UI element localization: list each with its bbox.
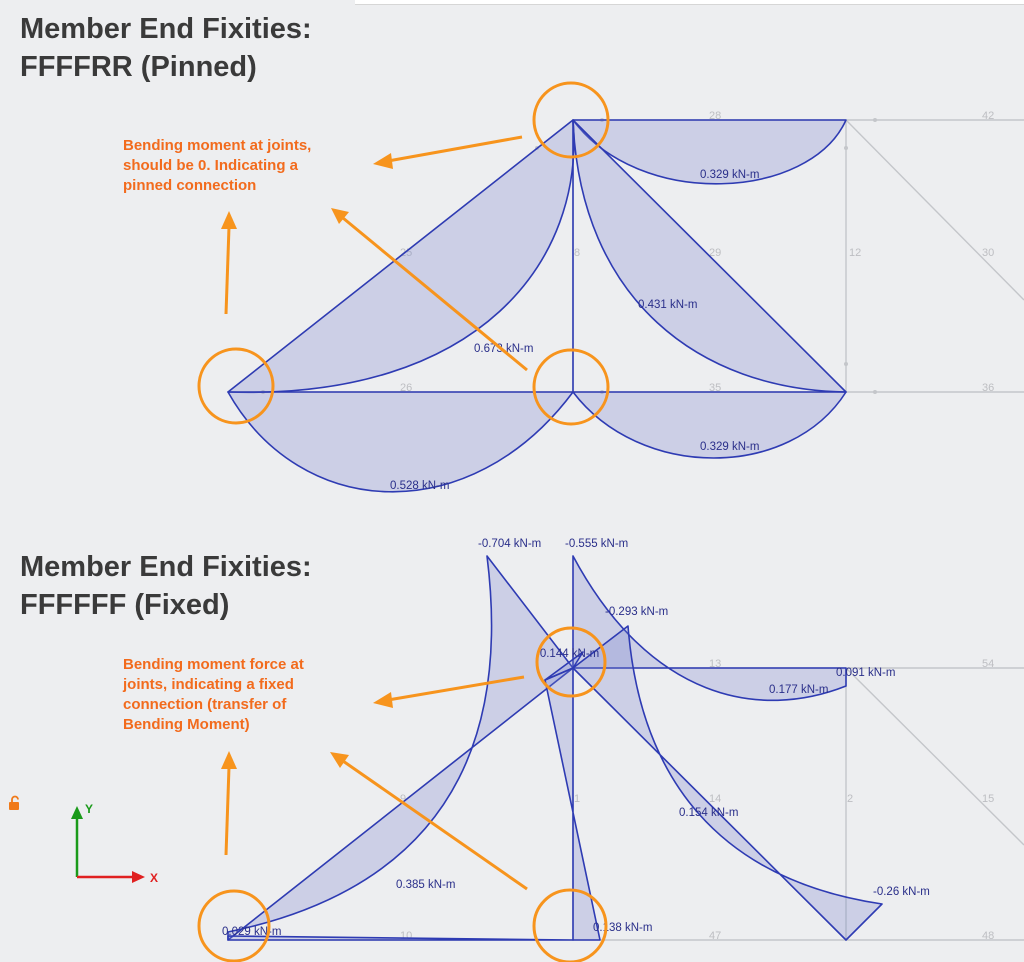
annotation-arrow [387,675,525,702]
moment-value-label: -0.144 kN-m [536,648,599,660]
moment-value-label: -0.704 kN-m [478,538,541,550]
fixed-annotation-line-3: connection (transfer of [123,696,287,713]
arrow-head [221,751,237,769]
fixed-annotation-line-1: Bending moment force at [123,656,304,673]
member-id-label: 47 [709,930,721,942]
fixed-annotation-line-2: joints, indicating a fixed [123,676,294,693]
member-id-label: 14 [709,793,721,805]
annotation-arrow [387,135,523,163]
annotation-arrow [342,216,528,372]
fixed-moment-diagrams [227,555,883,941]
moment-value-label: 0.329 kN-m [700,441,759,453]
node-dot [873,118,877,122]
moment-value-label: -0.555 kN-m [565,538,628,550]
member-id-label: 12 [849,247,861,259]
member-id-label: 1 [574,793,580,805]
annotation-arrow [342,759,528,891]
moment-diagram [572,555,847,702]
node-dot [844,362,848,366]
moment-value-label: 0.431 kN-m [638,299,697,311]
fixed-title-line-2: FFFFFF (Fixed) [20,589,230,621]
moment-diagram [572,119,847,185]
member-id-label: 48 [982,930,994,942]
node-dot [873,390,877,394]
fixed-annotation-line-4: Bending Moment) [123,716,250,733]
fixed-title-line-1: Member End Fixities: [20,551,312,583]
joint-highlight-circle [197,889,271,962]
member-id-label: 42 [982,110,994,122]
fixed-annotation: Bending moment force at joints, indicati… [123,655,363,735]
member-id-label: 15 [982,793,994,805]
x-axis-arrowhead [132,871,145,883]
moment-value-label: 0.385 kN-m [396,879,455,891]
arrow-head [221,211,237,229]
pinned-annotation-line-1: Bending moment at joints, [123,137,312,154]
fixed-joint-highlights [197,626,608,962]
member-id-label: 9 [400,793,406,805]
moment-value-label: 0.329 kN-m [700,169,759,181]
y-axis-label: Y [85,802,93,816]
pinned-moment-labels: 0.329 kN-m 0.431 kN-m 0.673 kN-m 0.329 k… [390,169,759,492]
moment-value-label: 0.177 kN-m [769,684,828,696]
member-id-label: 10 [400,930,412,942]
member-id-label: 26 [400,382,412,394]
pinned-annotation: Bending moment at joints, should be 0. I… [123,136,363,196]
pinned-annotation-line-3: pinned connection [123,177,257,194]
joint-highlight-circle [197,347,275,425]
moment-value-label: -0.26 kN-m [873,886,930,898]
arrow-head [330,752,349,768]
fixed-section-title: Member End Fixities: FFFFFF (Fixed) [20,548,312,624]
moment-diagram [227,935,574,941]
moment-value-label: 0.091 kN-m [836,667,895,679]
moment-value-label: 0.528 kN-m [390,480,449,492]
member-id-label: 29 [709,247,721,259]
fixed-moment-labels: -0.704 kN-m -0.555 kN-m -0.293 kN-m -0.1… [222,538,930,938]
joint-highlight-circle [532,348,610,426]
member-line [845,667,1024,846]
arrow-head [373,692,393,708]
pinned-section-title: Member End Fixities: FFFFRR (Pinned) [20,10,312,86]
joint-highlight-circle [532,888,608,962]
axis-indicator: Y X [71,802,158,885]
y-axis-arrowhead [71,806,83,819]
joint-highlight-circle [532,81,610,159]
member-id-label: 13 [709,658,721,670]
fixed-member-ids: 13 54 9 1 14 2 15 10 47 48 [400,658,994,942]
member-line [845,119,1024,301]
moment-diagram [227,555,574,941]
pinned-annotation-line-2: should be 0. Indicating a [123,157,299,174]
member-id-label: 30 [982,247,994,259]
pinned-annotation-arrows [221,135,528,372]
member-id-label: 28 [709,110,721,122]
joint-highlight-circle [535,626,607,698]
viewport-top-bar [355,0,1024,5]
moment-diagram [572,391,847,459]
pinned-joint-highlights [197,81,610,426]
member-id-label: 35 [709,382,721,394]
member-id-label: 36 [982,382,994,394]
annotation-arrow [224,226,231,315]
member-id-label: 54 [982,658,994,670]
pinned-title-line-2: FFFFRR (Pinned) [20,51,257,83]
moment-value-label: 0.154 kN-m [679,807,738,819]
moment-value-label: 0.029 kN-m [222,926,281,938]
moment-diagram [544,651,584,681]
lock-open-icon[interactable] [9,795,19,811]
member-id-label: 8 [574,247,580,259]
member-id-label: 2 [847,793,853,805]
arrow-head [373,153,393,169]
x-axis-label: X [150,871,158,885]
fixed-annotation-arrows [221,675,528,891]
annotation-arrow [224,766,231,856]
pinned-moment-diagrams [227,119,847,493]
moment-value-label: 0.138 kN-m [593,922,652,934]
moment-diagram [572,119,847,393]
node-dot [844,146,848,150]
arrow-head [331,208,349,224]
pinned-title-line-1: Member End Fixities: [20,13,312,45]
moment-diagram [227,391,574,493]
pinned-member-ids: 28 42 25 8 29 12 30 26 35 36 [400,110,994,394]
moment-value-label: -0.293 kN-m [605,606,668,618]
